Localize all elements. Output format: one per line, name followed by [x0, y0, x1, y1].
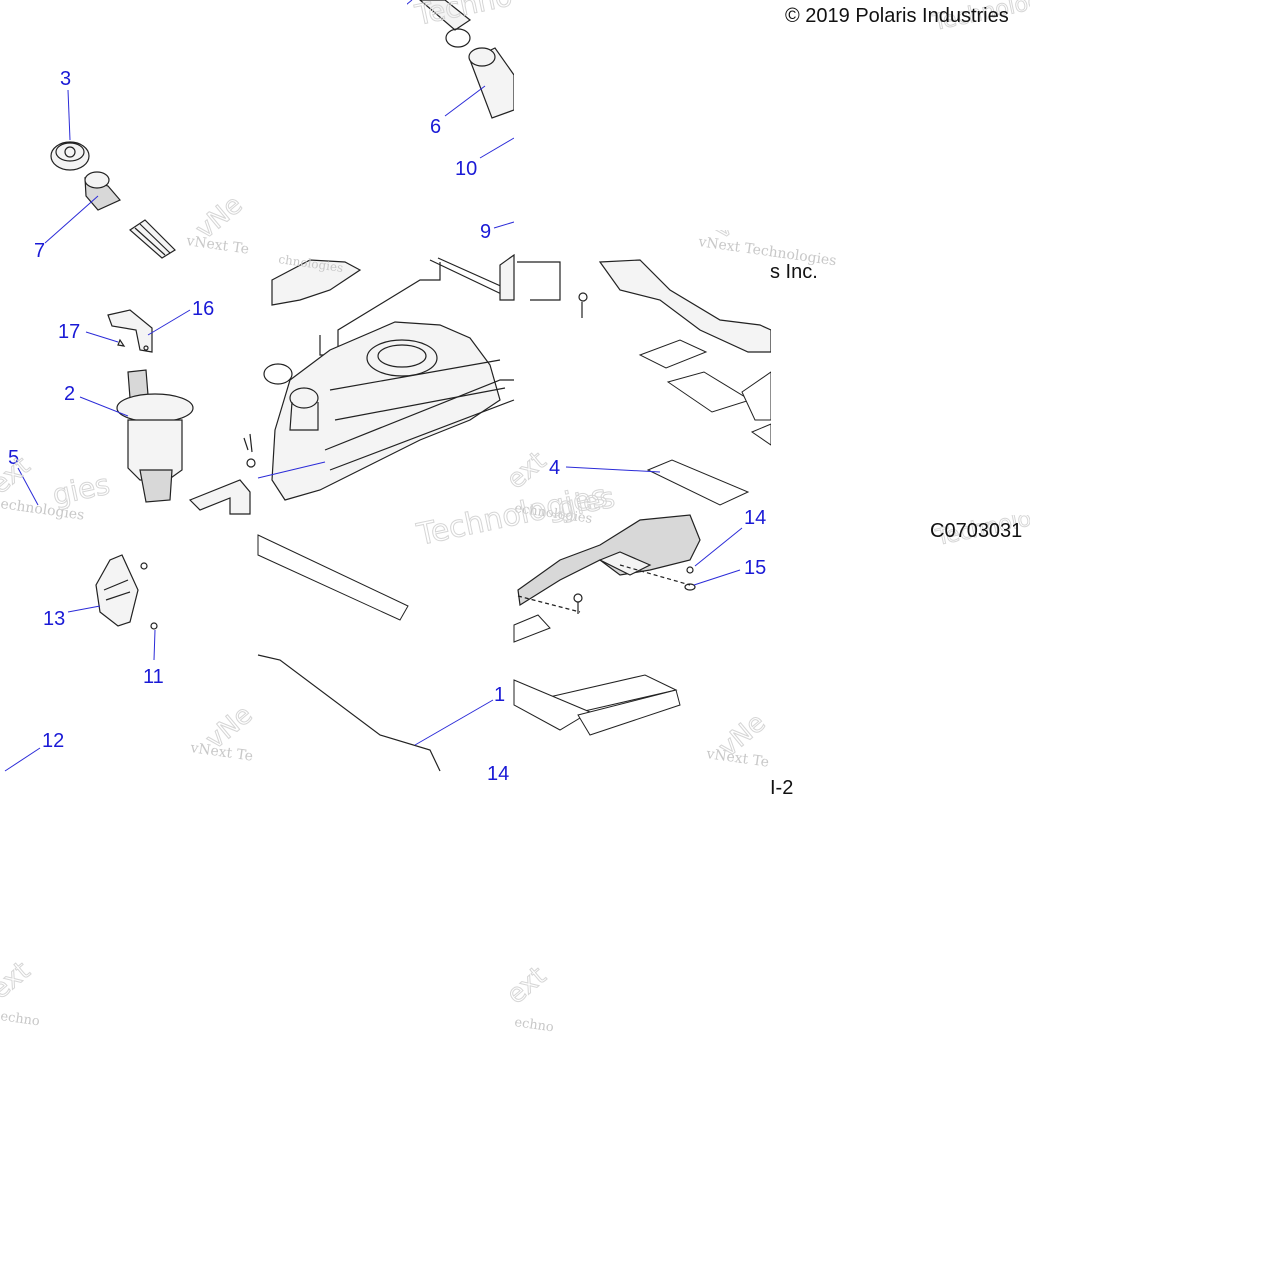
blank-region	[514, 0, 771, 230]
fuel-tank	[243, 253, 515, 501]
callout-9: 9	[480, 221, 491, 243]
watermark-text: ext	[0, 956, 36, 1005]
blank-region	[800, 765, 1030, 805]
fuel-pump-assembly	[107, 309, 251, 515]
callout-7: 7	[34, 240, 45, 262]
callout-14-lower: 14	[487, 763, 509, 785]
copyright-text: © 2019 Polaris Industries	[785, 5, 1009, 27]
callout-2: 2	[64, 383, 75, 405]
blank-region	[771, 285, 846, 515]
callout-6: 6	[430, 116, 441, 138]
callout-11: 11	[143, 666, 164, 688]
callout-17: 17	[58, 321, 80, 343]
tank-bottom	[257, 534, 441, 772]
page-number: I-2	[770, 777, 793, 799]
callout-13: 13	[43, 608, 65, 630]
callout-5: 5	[8, 447, 19, 469]
tank-strap-and-pads	[517, 259, 772, 506]
watermark-text: echno	[513, 1015, 554, 1035]
blank-region	[257, 0, 407, 240]
watermark-text: ext	[501, 961, 552, 1010]
blank-region	[846, 245, 1030, 515]
callout-10: 10	[455, 158, 477, 180]
callout-15: 15	[744, 557, 766, 579]
control-module	[95, 554, 158, 630]
tank-support-bracket	[513, 514, 701, 736]
callout-1: 1	[494, 684, 505, 706]
vent-hose-assembly	[419, 0, 515, 119]
callout-4: 4	[549, 457, 560, 479]
callout-14: 14	[744, 507, 766, 529]
callout-3: 3	[60, 68, 71, 90]
company-name-fragment: s Inc.	[770, 261, 818, 283]
watermark-text: ext	[501, 446, 552, 495]
blank-region	[1030, 0, 1285, 1285]
blank-region	[771, 545, 1030, 765]
watermark-text: ext	[0, 451, 36, 500]
watermark-text: gies	[50, 468, 113, 512]
callout-16: 16	[192, 298, 214, 320]
watermark-text: echno	[0, 1009, 41, 1029]
drawing-code: C0703031	[930, 520, 1022, 542]
fuel-cap-assembly	[50, 141, 176, 259]
blank-region	[771, 30, 1030, 245]
callout-12: 12	[42, 730, 64, 752]
